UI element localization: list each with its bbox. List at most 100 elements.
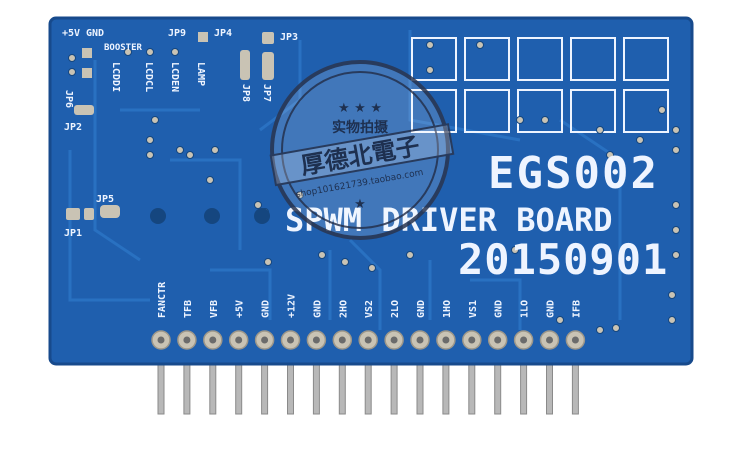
pin-label: TFB: [183, 300, 194, 318]
pin-hole: [338, 336, 346, 344]
silkscreen-pad-outline: [464, 37, 510, 81]
pcb-board: [48, 16, 694, 366]
via: [146, 136, 154, 144]
pin-hole: [468, 336, 476, 344]
silkscreen-pad-outline: [570, 37, 616, 81]
label-jp6: JP6: [63, 90, 74, 108]
via: [211, 146, 219, 154]
via: [672, 226, 680, 234]
via: [176, 146, 184, 154]
label-lamp: LAMP: [195, 62, 206, 86]
pin-hole: [209, 336, 217, 344]
via: [658, 106, 666, 114]
stamp-line1: 实物拍摄: [332, 119, 389, 136]
via: [636, 136, 644, 144]
pin-label: GND: [494, 300, 505, 318]
label-lcddi: LCDDI: [110, 62, 121, 92]
pin-label: VFB: [209, 300, 220, 318]
pin-hole: [416, 336, 424, 344]
label-jp1: JP1: [64, 228, 82, 239]
label-jp5: JP5: [96, 194, 114, 205]
via: [672, 201, 680, 209]
via: [672, 146, 680, 154]
mounting-hole: [254, 208, 270, 224]
pin-hole: [494, 336, 502, 344]
via: [68, 54, 76, 62]
via: [318, 251, 326, 259]
jumper-pads: [66, 32, 274, 220]
pin-hole: [364, 336, 372, 344]
via: [511, 246, 519, 254]
label-booster: BOOSTER: [104, 43, 143, 53]
silkscreen-pad-outline: [517, 37, 563, 81]
silkscreen-pad-outline: [411, 89, 457, 133]
label-jp8: JP8: [240, 84, 251, 102]
pin-label: 2LO: [390, 300, 401, 318]
via: [264, 258, 272, 266]
via: [186, 151, 194, 159]
via: [146, 48, 154, 56]
watermark-stamp: ★ ★ ★ 实物拍摄 厚德北電子 shop101621739.taobao.co…: [269, 60, 455, 240]
mounting-hole: [150, 208, 166, 224]
via: [476, 41, 484, 49]
silkscreen-pad-outline: [623, 89, 669, 133]
via: [426, 66, 434, 74]
board-date-code: 20150901: [458, 235, 668, 284]
via: [368, 264, 376, 272]
label-jp9: JP9: [168, 28, 186, 39]
via: [541, 116, 549, 124]
board-subtitle: SPWM DRIVER BOARD: [285, 201, 613, 239]
pin-hole: [287, 336, 294, 344]
via: [556, 316, 564, 324]
pin-hole: [546, 336, 553, 344]
silkscreen-pad-outline: [517, 89, 563, 133]
pin-label: +5V: [235, 300, 246, 318]
label-5v: +5V: [62, 28, 80, 39]
silkscreen-pad-outline: [570, 89, 616, 133]
via: [668, 291, 676, 299]
via: [516, 116, 524, 124]
via: [206, 176, 214, 184]
via: [341, 258, 349, 266]
pin-label: +12V: [287, 294, 298, 318]
via: [668, 316, 676, 324]
pin-label: 1LO: [520, 300, 531, 318]
board-title: EGS002: [488, 148, 659, 199]
label-lcden: LCDEN: [169, 62, 180, 92]
pin-hole: [312, 336, 320, 344]
via: [606, 151, 614, 159]
pin-label: IFB: [571, 300, 582, 318]
header-pads: [151, 330, 586, 350]
pin-hole: [183, 336, 191, 344]
via: [124, 48, 132, 56]
pin-hole: [235, 336, 243, 344]
pad-grid: [411, 37, 669, 133]
silkscreen-pad-outline: [411, 37, 457, 81]
pin-label: VS2: [364, 300, 375, 318]
via: [406, 251, 414, 259]
mounting-hole: [204, 208, 220, 224]
via: [672, 126, 680, 134]
pin-label: FANCTR: [157, 281, 168, 318]
pin-label: VS1: [468, 300, 479, 318]
label-jp4: JP4: [214, 28, 232, 39]
via: [171, 48, 179, 56]
pin-hole: [571, 336, 579, 344]
silkscreen-pad-outline: [623, 37, 669, 81]
label-lcdcl: LCDCL: [143, 62, 154, 92]
svg-text:★ ★ ★: ★ ★ ★: [338, 101, 382, 116]
svg-text:★: ★: [354, 197, 366, 212]
pin-hole: [390, 336, 398, 344]
pin-hole: [442, 336, 450, 344]
via: [68, 68, 76, 76]
via: [596, 126, 604, 134]
label-jp3: JP3: [280, 32, 298, 43]
pin-label: GND: [312, 300, 323, 318]
pin-hole: [520, 336, 528, 344]
label-gnd: GND: [86, 28, 104, 39]
silkscreen-pad-outline: [464, 89, 510, 133]
pin-label: 1HO: [442, 300, 453, 318]
via: [426, 41, 434, 49]
pin-label: 2HO: [338, 300, 349, 318]
